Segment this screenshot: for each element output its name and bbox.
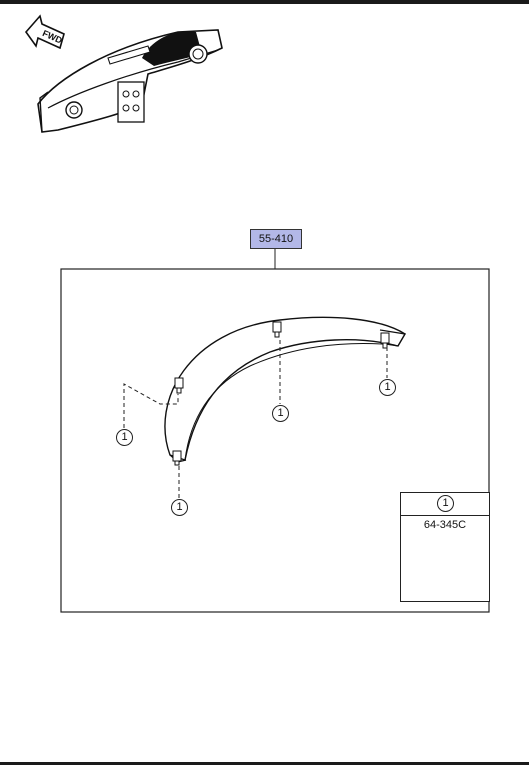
callout-ref-clip-left: 1 xyxy=(116,429,133,446)
top-rule xyxy=(0,0,529,4)
callout-ref-clip-right: 1 xyxy=(379,379,396,396)
callout-ref-clip-bottom: 1 xyxy=(171,499,188,516)
diagram-frame xyxy=(60,268,490,613)
legend-ref-number: 1 xyxy=(437,495,454,512)
fwd-arrow-icon: FWD xyxy=(24,14,65,50)
callout-leaders xyxy=(123,340,388,500)
part-number-label: 55-410 xyxy=(250,229,302,249)
bottom-rule xyxy=(0,762,529,765)
parts-legend-box: 1 64-345C xyxy=(400,492,490,602)
legend-part-code: 64-345C xyxy=(423,519,467,531)
dashboard-locator-illustration: FWD xyxy=(24,14,223,133)
legend-header: 1 xyxy=(401,493,489,516)
clip-markers xyxy=(172,321,390,466)
meter-hood-trim-panel xyxy=(164,316,406,463)
callout-ref-clip-center: 1 xyxy=(272,405,289,422)
